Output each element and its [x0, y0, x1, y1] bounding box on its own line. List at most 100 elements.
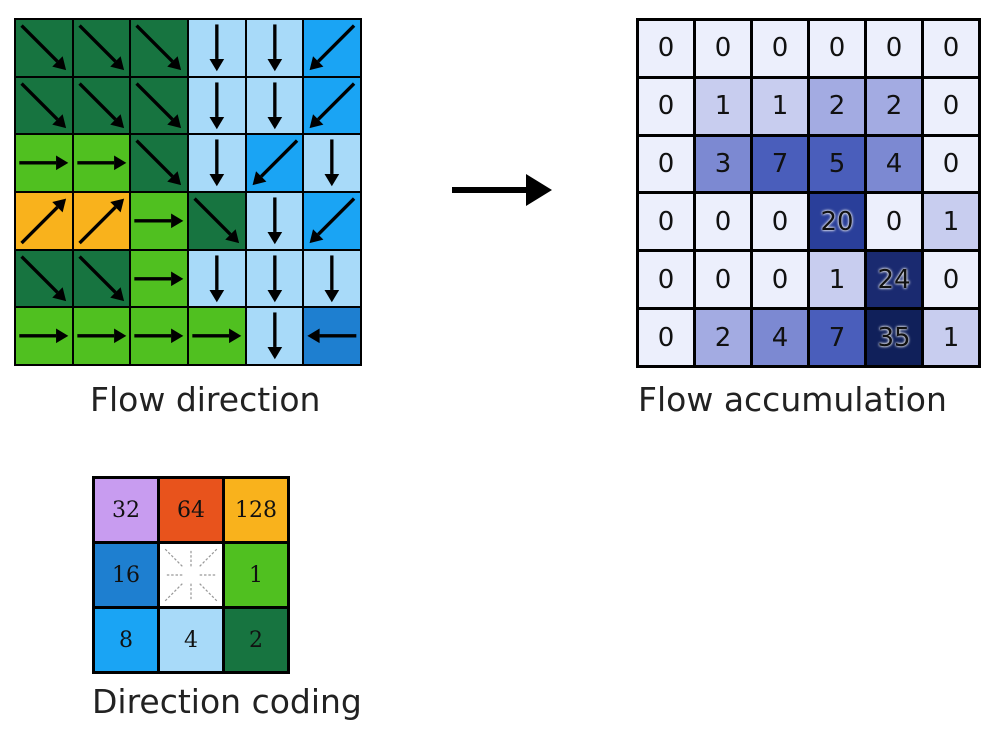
flow-direction-cell	[73, 308, 130, 364]
flow-direction-cell	[246, 135, 303, 191]
direction-code-16: 16	[95, 544, 157, 606]
flow-direction-cell	[131, 77, 187, 134]
flow-direction-cell	[189, 20, 245, 76]
arrow-southwest-icon	[309, 197, 356, 244]
accumulation-value: 0	[753, 252, 807, 308]
arrow-southeast-icon	[20, 255, 67, 301]
flow-direction-cell	[304, 308, 360, 364]
flow-direction-cell	[16, 20, 72, 76]
direction-code-2: 2	[225, 609, 287, 671]
arrow-south-icon	[324, 139, 340, 187]
arrow-east-icon	[134, 271, 184, 286]
accumulation-value: 0	[639, 21, 693, 76]
direction-code-1: 1	[225, 544, 287, 606]
flow-direction-cell	[16, 308, 72, 364]
flow-direction-cell	[189, 308, 245, 364]
flow-direction-grid	[14, 18, 362, 366]
arrow-southeast-icon	[78, 82, 124, 128]
arrow-south-icon	[267, 197, 282, 245]
accumulation-value: 0	[639, 136, 693, 192]
accumulation-value: 5	[810, 136, 864, 192]
flow-direction-cell	[131, 250, 187, 307]
accumulation-value: 0	[639, 252, 693, 308]
flow-direction-cell	[73, 250, 130, 307]
accumulation-value: 0	[753, 21, 807, 76]
accumulation-value: 0	[924, 252, 978, 308]
direction-code-label: 128	[235, 497, 277, 523]
accumulation-value: 0	[753, 194, 807, 250]
flow-direction-cell	[16, 193, 72, 249]
accumulation-value: 0	[924, 21, 978, 76]
accumulation-value: 3	[696, 136, 750, 192]
direction-code-label: 2	[249, 627, 263, 653]
arrow-east-icon	[19, 328, 69, 344]
arrow-southeast-icon	[20, 24, 67, 71]
flow-direction-cell	[304, 250, 360, 307]
flow-direction-cell	[131, 308, 187, 364]
accumulation-value: 2	[810, 78, 864, 134]
accumulation-value: 2	[867, 78, 921, 134]
flow-direction-cell	[246, 20, 303, 76]
arrow-south-icon	[209, 139, 225, 187]
flow-direction-cell	[16, 77, 72, 134]
accumulation-value: 7	[753, 136, 807, 192]
direction-code-label: 32	[112, 497, 140, 523]
arrow-northeast-icon	[20, 198, 67, 245]
direction-code-label: 64	[177, 497, 205, 523]
flow-direction-cell	[189, 135, 245, 191]
flow-direction-cell	[131, 135, 187, 191]
accumulation-value: 0	[696, 21, 750, 76]
arrow-east-icon	[134, 328, 184, 344]
direction-code-label: 16	[112, 562, 140, 588]
arrow-southeast-icon	[135, 82, 182, 128]
center-cell	[160, 544, 222, 606]
direction-code-128: 128	[225, 479, 287, 541]
accumulation-value: 24	[867, 252, 921, 308]
accumulation-value: 0	[924, 136, 978, 192]
flow-direction-cell	[246, 250, 303, 307]
arrow-south-icon	[209, 24, 225, 72]
flow-direction-cell	[16, 250, 72, 307]
flow-direction-cell	[189, 193, 245, 249]
arrow-southeast-icon	[78, 255, 124, 301]
flow-direction-cell	[304, 193, 360, 249]
flow-direction-cell	[73, 20, 130, 76]
accumulation-value: 20	[810, 194, 864, 250]
arrow-east-icon	[134, 213, 184, 229]
accumulation-value: 0	[924, 78, 978, 134]
arrow-east-icon	[76, 155, 126, 171]
arrow-east-icon	[19, 155, 69, 171]
direction-code-32: 32	[95, 479, 157, 541]
flow-direction-cell	[131, 193, 187, 249]
accumulation-value: 0	[639, 194, 693, 250]
flow-direction-caption: Flow direction	[90, 380, 321, 419]
direction-code-label: 4	[184, 627, 198, 653]
accumulation-value: 2	[696, 310, 750, 365]
arrow-southeast-icon	[193, 197, 240, 244]
accumulation-value: 0	[696, 194, 750, 250]
flow-direction-cell	[304, 135, 360, 191]
flow-direction-cell	[189, 77, 245, 134]
flow-direction-cell	[131, 20, 187, 76]
flow-direction-cell	[73, 193, 130, 249]
accumulation-value: 0	[639, 78, 693, 134]
flow-direction-cell	[246, 193, 303, 249]
accumulation-value: 7	[810, 310, 864, 365]
accumulation-value: 4	[867, 136, 921, 192]
direction-coding-caption: Direction coding	[92, 682, 362, 721]
arrow-west-icon	[307, 328, 357, 344]
direction-code-64: 64	[160, 479, 222, 541]
arrow-southwest-icon	[309, 24, 356, 71]
accumulation-value: 4	[753, 310, 807, 365]
accumulation-value: 35	[867, 310, 921, 365]
direction-code-4: 4	[160, 609, 222, 671]
flow-direction-cell	[304, 20, 360, 76]
flow-direction-cell	[73, 77, 130, 134]
arrow-south-icon	[209, 255, 225, 302]
accumulation-value: 1	[924, 194, 978, 250]
direction-code-label: 8	[119, 627, 133, 653]
accumulation-value: 0	[696, 252, 750, 308]
direction-code-8: 8	[95, 609, 157, 671]
accumulation-value: 1	[810, 252, 864, 308]
